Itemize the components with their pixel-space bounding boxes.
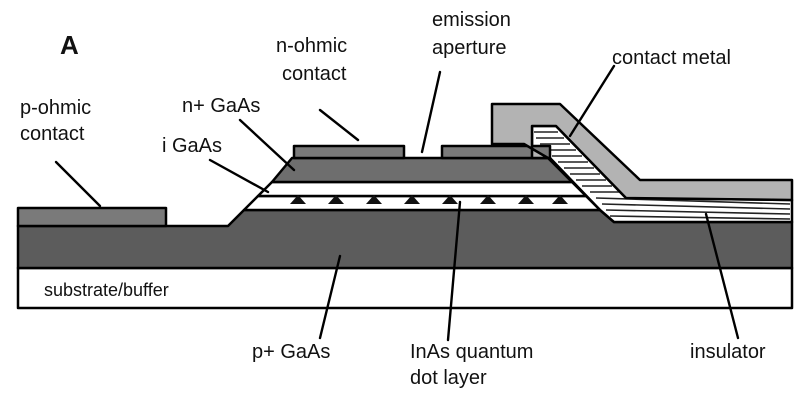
label-contact-metal: contact metal — [612, 47, 731, 69]
p-ohmic-contact — [16, 206, 168, 228]
n-ohmic-contacts — [292, 144, 552, 160]
leader-i-gaas — [208, 158, 270, 194]
label-emission-line1: emission — [432, 9, 511, 31]
quantum-dot — [366, 195, 382, 204]
i-gaas-upper — [256, 180, 588, 198]
leader-lines — [54, 64, 740, 342]
label-emission-line2: aperture — [432, 37, 507, 59]
quantum-dot — [480, 195, 496, 204]
quantum-dot — [290, 195, 306, 204]
label-insulator: insulator — [690, 341, 766, 363]
leader-insulator — [704, 212, 740, 340]
n-ohmic-contact-right — [440, 144, 552, 160]
label-substrate: substrate/buffer — [44, 280, 169, 300]
contact-metal — [490, 102, 794, 202]
leader-n-ohmic — [318, 108, 360, 142]
panel-letter: A — [60, 30, 79, 60]
quantum-dot — [328, 195, 344, 204]
leader-p-gaas — [318, 254, 342, 340]
substrate-buffer-layer — [16, 266, 794, 310]
label-inas-line2: dot layer — [410, 367, 487, 389]
leader-contact-metal — [568, 64, 616, 138]
contact-metal-body — [490, 102, 794, 202]
label-p-ohmic-line2: contact — [20, 123, 85, 145]
n-ohmic-contact-left — [292, 144, 406, 160]
n-gaas-body — [270, 156, 574, 184]
label-n-ohmic-line1: n-ohmic — [276, 35, 347, 57]
inas-quantum-dots — [290, 195, 568, 204]
quantum-dot — [404, 195, 420, 204]
label-p-gaas: p+ GaAs — [252, 341, 330, 363]
label-i-gaas: i GaAs — [162, 135, 222, 157]
diagram-labels: A p-ohmic contact n-ohmic contact emissi… — [20, 9, 766, 389]
leader-p-ohmic — [54, 160, 102, 208]
n-gaas-layer — [270, 156, 574, 184]
leader-inas — [446, 200, 462, 342]
label-n-gaas: n+ GaAs — [182, 95, 260, 117]
label-inas-line1: InAs quantum — [410, 341, 533, 363]
leader-emission — [420, 70, 442, 154]
label-p-ohmic-line1: p-ohmic — [20, 97, 91, 119]
p-ohmic-contact-pad — [16, 206, 168, 228]
quantum-dot — [552, 195, 568, 204]
quantum-dot — [518, 195, 534, 204]
quantum-dot — [442, 195, 458, 204]
label-n-ohmic-line2: contact — [282, 63, 347, 85]
leader-n-gaas — [238, 118, 296, 172]
